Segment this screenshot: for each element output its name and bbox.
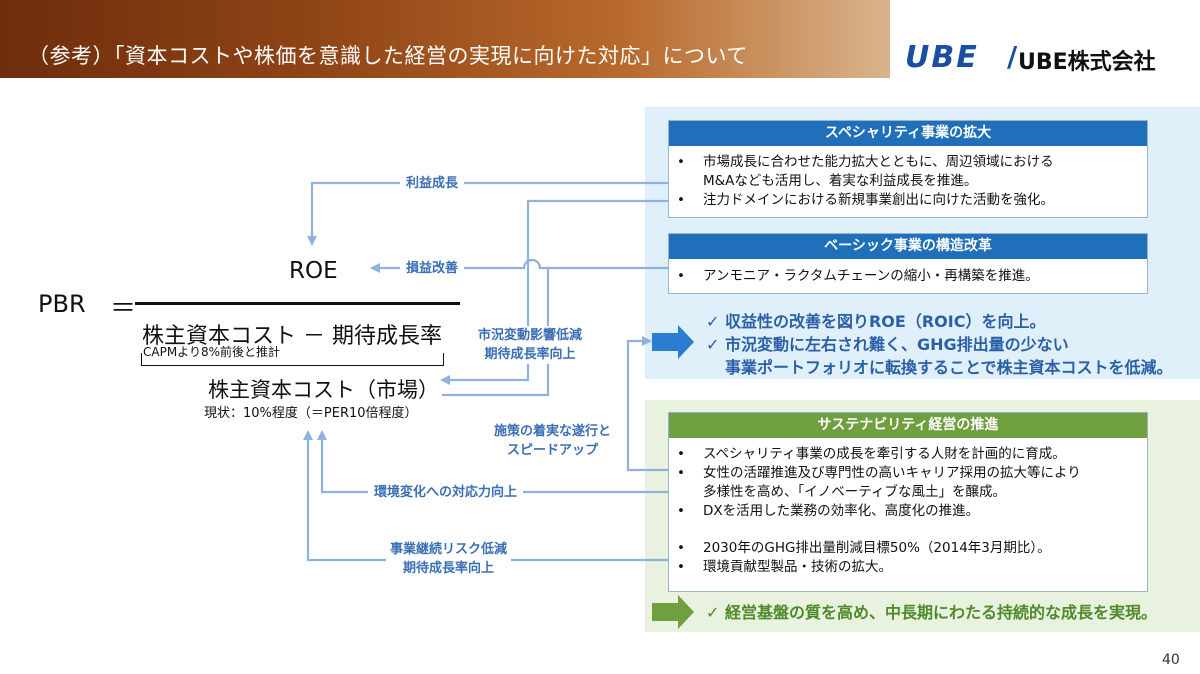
label-profit-growth: 利益成長 — [400, 174, 465, 193]
blue-result-2: ✓ 市況変動に左右され難く、GHG排出量の少ない — [706, 335, 1069, 354]
label-continuity-line2: 期待成長率向上 — [403, 561, 495, 576]
list-item: スペシャリティ事業の成長を牽引する人財を計画的に育成。 — [669, 445, 1147, 464]
list-item-continued: M&Aなども活用し、着実な利益成長を推進。 — [703, 173, 978, 189]
list-item: 注力ドメインにおける新規事業創出に向けた活動を強化。 — [669, 191, 1147, 210]
capm-note: CAPMより8%前後と推計 — [143, 345, 280, 359]
logo-separator: / — [1007, 40, 1018, 73]
execution-arrow — [626, 336, 668, 472]
denominator: 株主資本コスト － 期待成長率 — [142, 324, 442, 349]
blue-result-arrow — [652, 325, 694, 359]
list-item: アンモニア・ラクタムチェーンの縮小・再構築を推進。 — [669, 267, 1147, 286]
blue-result-1: ✓ 収益性の改善を図りROE（ROIC）を向上。 — [706, 312, 1046, 331]
page-number: 40 — [1162, 652, 1180, 668]
sustainability-list: スペシャリティ事業の成長を牽引する人財を計画的に育成。 女性の活躍推進及び専門性… — [669, 438, 1147, 577]
header-banner — [0, 0, 890, 78]
sustainability-title: サステナビリティ経営の推進 — [669, 413, 1147, 438]
equals-sign: ＝ — [110, 294, 137, 324]
green-result: ✓ 経営基盤の質を高め、中長期にわたる持続的な成長を実現。 — [706, 603, 1157, 622]
label-market-impact: 市況変動影響低減 期待成長率向上 — [476, 326, 585, 364]
specialty-title: スペシャリティ事業の拡大 — [669, 121, 1147, 146]
specialty-list: 市場成長に合わせた能力拡大とともに、周辺領域における M&Aなども活用し、着実な… — [669, 146, 1147, 210]
label-execution-line1: 施策の着実な遂行と — [494, 424, 612, 439]
label-market-impact-line1: 市況変動影響低減 — [478, 328, 583, 343]
ube-logo-mark: UBE — [905, 40, 979, 75]
label-execution-line2: スピードアップ — [507, 443, 599, 458]
label-env-response: 環境変化への対応力向上 — [368, 483, 524, 502]
sustainability-box: サステナビリティ経営の推進 スペシャリティ事業の成長を牽引する人財を計画的に育成… — [668, 412, 1148, 592]
label-loss-improvement: 損益改善 — [400, 259, 465, 278]
label-market-impact-line2: 期待成長率向上 — [484, 347, 576, 362]
list-item: 女性の活躍推進及び専門性の高いキャリア採用の拡大等により — [669, 464, 1147, 483]
list-item: DXを活用した業務の効率化、高度化の推進。 — [669, 502, 1147, 521]
cost-bracket — [141, 353, 444, 366]
env-response-arrow — [317, 430, 668, 494]
current-level-note: 現状：10%程度（＝PER10倍程度） — [204, 406, 418, 421]
list-item: 2030年のGHG排出量削減目標50%（2014年3月期比）。 — [669, 539, 1147, 558]
market-impact-arrow-2 — [442, 268, 550, 397]
basic-box: ベーシック事業の構造改革 アンモニア・ラクタムチェーンの縮小・再構築を推進。 — [668, 233, 1148, 294]
list-item: 市場成長に合わせた能力拡大とともに、周辺領域における — [669, 153, 1147, 172]
blue-result-3: 事業ポートフォリオに転換することで株主資本コストを低減。 — [725, 358, 1173, 377]
label-continuity-line1: 事業継続リスク低減 — [390, 542, 508, 557]
basic-title: ベーシック事業の構造改革 — [669, 234, 1147, 259]
green-result-arrow — [652, 595, 694, 629]
pbr-label: PBR — [38, 290, 86, 318]
list-item-continued: 多様性を高め、「イノベーティブな風土」を醸成。 — [703, 484, 1006, 500]
profit-growth-arrow — [307, 181, 668, 246]
continuity-arrow — [303, 430, 668, 562]
specialty-box: スペシャリティ事業の拡大 市場成長に合わせた能力拡大とともに、周辺領域における … — [668, 120, 1148, 218]
page-title: （参考）「資本コストや株価を意識した経営の実現に向けた対応」について — [28, 44, 748, 68]
company-name: UBE株式会社 — [1018, 50, 1156, 75]
market-cost-label: 株主資本コスト（市場） — [208, 378, 439, 402]
fraction-line — [135, 302, 460, 305]
list-item: 環境貢献型製品・技術の拡大。 — [669, 558, 1147, 577]
loss-improvement-arrow — [370, 258, 668, 273]
label-execution: 施策の着実な遂行と スピードアップ — [492, 422, 614, 460]
label-continuity: 事業継続リスク低減 期待成長率向上 — [386, 540, 512, 578]
market-impact-arrow — [440, 199, 668, 385]
roe-numerator: ROE — [289, 258, 338, 284]
basic-list: アンモニア・ラクタムチェーンの縮小・再構築を推進。 — [669, 259, 1147, 286]
